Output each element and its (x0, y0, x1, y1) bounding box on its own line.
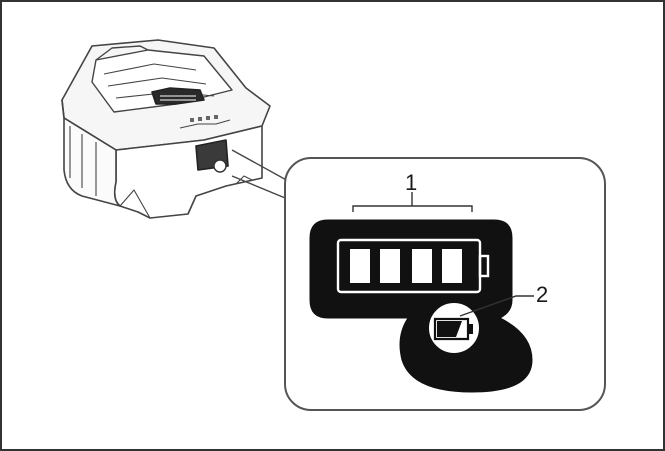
battery-pack-illustration (61, 39, 271, 219)
battery-ribs (69, 126, 97, 196)
callout-label-check-button: 2 (536, 282, 549, 307)
indicator-lamp-2 (380, 249, 400, 283)
indicator-lamp-4 (442, 249, 462, 283)
indicator-lamps (336, 238, 490, 294)
check-button (429, 303, 479, 353)
battery-indicator-strip (179, 119, 231, 129)
battery-side-face (61, 99, 121, 207)
battery-check-icon (433, 317, 473, 341)
leader-lines (231, 149, 291, 201)
callout-label-indicator-lamps: 1 (405, 170, 418, 195)
label-1-bracket (352, 192, 473, 212)
battery-check-button (213, 159, 227, 173)
battery-latch (95, 45, 149, 61)
label-2-leader (459, 295, 534, 317)
indicator-lamp-3 (412, 249, 432, 283)
indicator-lamp-1 (350, 249, 370, 283)
